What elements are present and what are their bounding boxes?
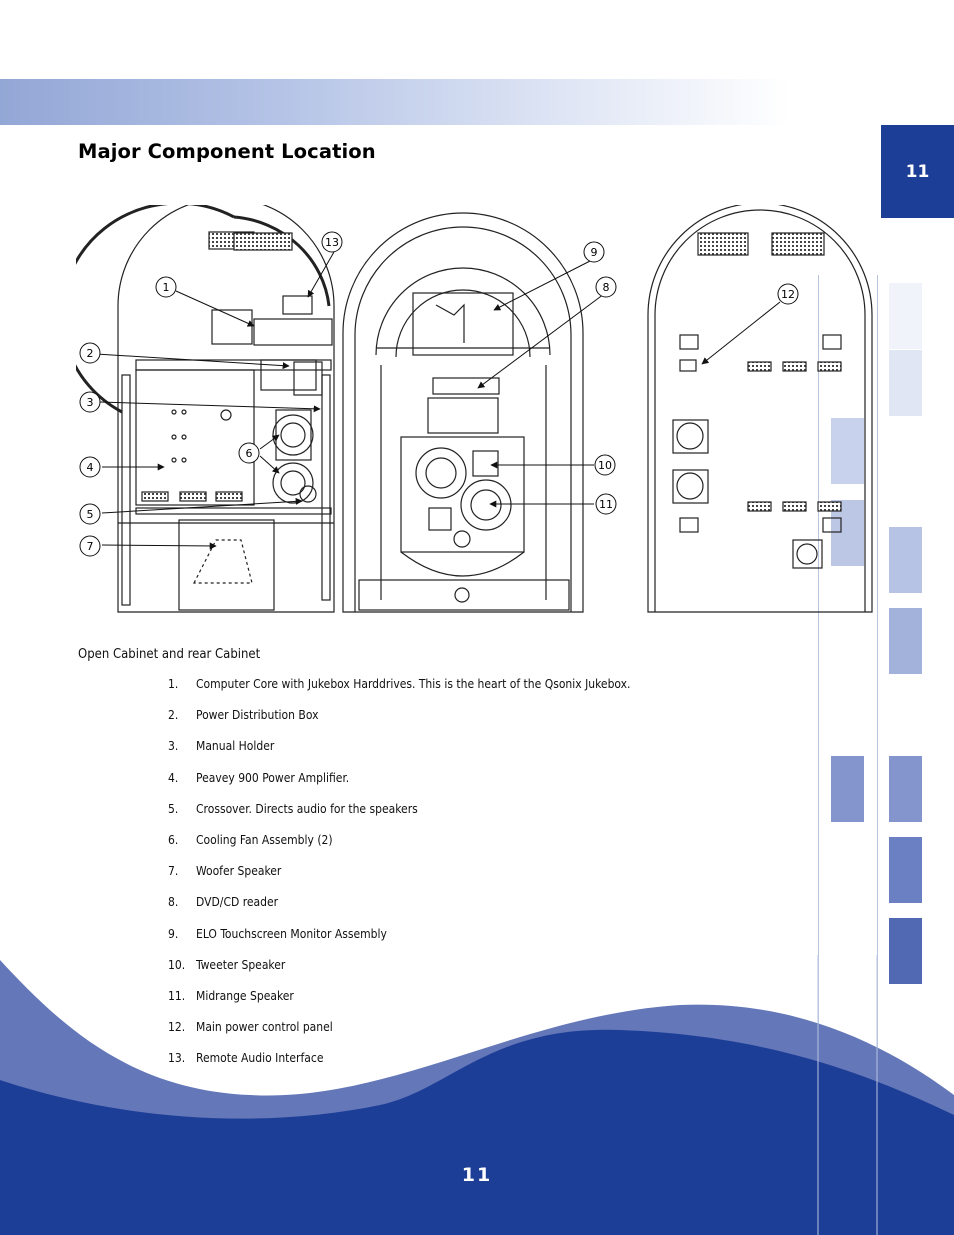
decor-square xyxy=(831,756,864,822)
svg-text:10: 10 xyxy=(598,459,612,472)
callout-1: 1 xyxy=(155,276,177,298)
item-text: DVD/CD reader xyxy=(196,895,279,910)
callout-3: 3 xyxy=(79,391,101,413)
item-number: 9. xyxy=(168,926,179,941)
item-text: Peavey 900 Power Amplifier. xyxy=(196,770,350,785)
list-item: 3. Manual Holder xyxy=(168,739,630,770)
list-item: 12. Main power control panel xyxy=(168,1020,630,1051)
decor-square xyxy=(889,608,922,674)
item-number: 3. xyxy=(168,739,179,754)
svg-text:4: 4 xyxy=(87,461,94,474)
svg-text:5: 5 xyxy=(87,508,94,521)
callout-8: 8 xyxy=(595,276,617,298)
callout-labels: 1 2 3 4 5 6 7 8 9 10 11 12 13 xyxy=(79,231,799,557)
list-item: 9. ELO Touchscreen Monitor Assembly xyxy=(168,927,630,958)
right-cabinet xyxy=(647,205,873,613)
list-item: 1. Computer Core with Jukebox Harddrives.… xyxy=(168,677,630,708)
decor-square xyxy=(889,350,922,416)
item-number: 13. xyxy=(168,1051,186,1066)
footer-wave xyxy=(0,955,954,1235)
list-item: 4. Peavey 900 Power Amplifier. xyxy=(168,771,630,802)
page-title: Major Component Location xyxy=(78,140,376,163)
item-number: 11. xyxy=(168,988,186,1003)
callout-6: 6 xyxy=(238,442,260,464)
callout-10: 10 xyxy=(594,454,616,476)
decor-square xyxy=(889,756,922,822)
svg-text:9: 9 xyxy=(591,246,598,259)
item-text: Tweeter Speaker xyxy=(196,957,286,972)
list-item: 8. DVD/CD reader xyxy=(168,895,630,926)
item-number: 6. xyxy=(168,832,179,847)
svg-text:1: 1 xyxy=(163,281,170,294)
component-diagram: 1 2 3 4 5 6 7 8 9 10 11 12 13 xyxy=(76,205,873,613)
item-number: 2. xyxy=(168,708,179,723)
svg-text:2: 2 xyxy=(87,347,94,360)
header-band xyxy=(0,79,790,125)
item-text: Main power control panel xyxy=(196,1020,333,1035)
item-number: 7. xyxy=(168,864,179,879)
list-item: 6. Cooling Fan Assembly (2) xyxy=(168,833,630,864)
decor-square xyxy=(889,527,922,593)
item-number: 5. xyxy=(168,801,179,816)
item-number: 8. xyxy=(168,895,179,910)
callout-9: 9 xyxy=(583,241,605,263)
svg-text:6: 6 xyxy=(246,447,253,460)
item-number: 10. xyxy=(168,957,186,972)
item-text: Computer Core with Jukebox Harddrives. T… xyxy=(196,677,631,691)
item-text: Crossover. Directs audio for the speaker… xyxy=(196,801,418,816)
item-text: Remote Audio Interface xyxy=(196,1051,324,1066)
left-cabinet xyxy=(76,205,335,613)
item-number: 12. xyxy=(168,1020,186,1035)
callout-13: 13 xyxy=(321,231,343,253)
item-text: Midrange Speaker xyxy=(196,988,294,1003)
item-number: 1. xyxy=(168,677,179,691)
item-text: ELO Touchscreen Monitor Assembly xyxy=(196,926,387,941)
chapter-tab: 11 xyxy=(881,125,954,218)
list-item: 5. Crossover. Directs audio for the speak… xyxy=(168,802,630,833)
list-item: 2. Power Distribution Box xyxy=(168,708,630,739)
item-number: 4. xyxy=(168,770,179,785)
left-callouts xyxy=(95,251,335,550)
diagram-caption: Open Cabinet and rear Cabinet xyxy=(78,647,261,662)
svg-text:12: 12 xyxy=(781,288,795,301)
item-text: Manual Holder xyxy=(196,739,275,754)
list-item: 11. Midrange Speaker xyxy=(168,989,630,1020)
decor-square xyxy=(889,283,922,349)
svg-text:3: 3 xyxy=(87,396,94,409)
right-callouts xyxy=(701,301,781,365)
svg-text:7: 7 xyxy=(87,540,94,553)
svg-text:8: 8 xyxy=(603,281,610,294)
callout-11: 11 xyxy=(595,493,617,515)
list-item: 7. Woofer Speaker xyxy=(168,864,630,895)
decor-square xyxy=(831,418,864,484)
svg-text:13: 13 xyxy=(325,236,339,249)
svg-text:11: 11 xyxy=(599,498,613,511)
component-list: 1. Computer Core with Jukebox Harddrives.… xyxy=(168,677,630,1082)
item-text: Woofer Speaker xyxy=(196,864,282,879)
callout-7: 7 xyxy=(79,535,101,557)
page-number: 11 xyxy=(461,1164,493,1186)
callout-4: 4 xyxy=(79,456,101,478)
callout-12: 12 xyxy=(777,283,799,305)
middle-callouts xyxy=(477,259,605,508)
middle-cabinet xyxy=(342,212,584,613)
decor-line-right xyxy=(877,275,878,1235)
callout-5: 5 xyxy=(79,503,101,525)
decor-square xyxy=(889,918,922,984)
list-item: 13. Remote Audio Interface xyxy=(168,1051,630,1082)
callout-2: 2 xyxy=(79,342,101,364)
item-text: Power Distribution Box xyxy=(196,708,319,723)
decor-square xyxy=(889,837,922,903)
list-item: 10. Tweeter Speaker xyxy=(168,958,630,989)
item-text: Cooling Fan Assembly (2) xyxy=(196,832,333,847)
decor-line-left xyxy=(818,275,819,1235)
chapter-tab-number: 11 xyxy=(905,161,930,182)
